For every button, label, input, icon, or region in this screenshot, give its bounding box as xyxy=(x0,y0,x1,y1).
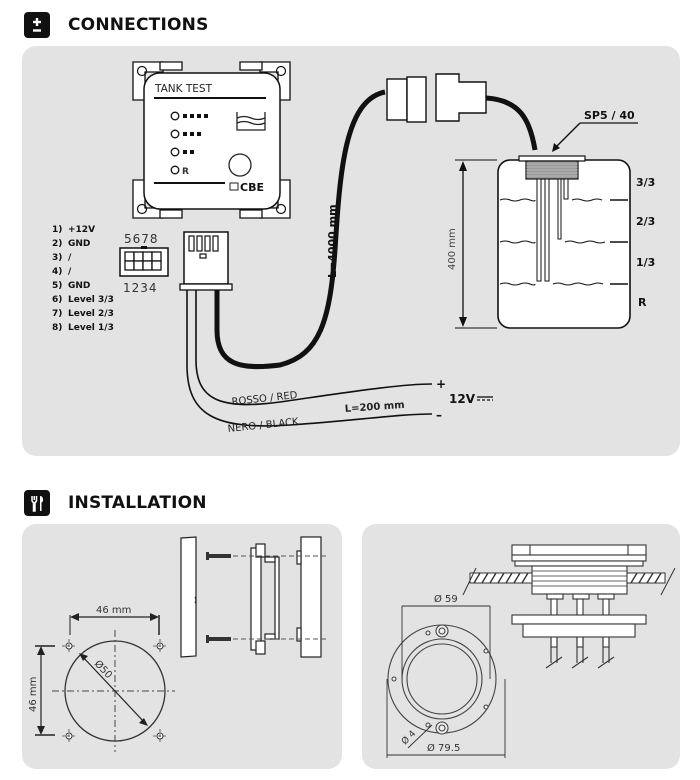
level-label: 1/3 xyxy=(636,256,655,269)
pin-num: 8) xyxy=(52,323,62,333)
tank-level-icon xyxy=(236,112,266,131)
sensor-probe xyxy=(525,160,579,282)
power-wires xyxy=(186,290,433,427)
sensor-section-view xyxy=(511,544,647,669)
pin-num: 3) xyxy=(52,253,62,263)
pin-list: 1) +12V 2) GND 3) / 4) / 5) GND 6) Level… xyxy=(52,225,114,333)
cutout-diameter-label: Ø50 xyxy=(92,658,115,681)
pin-label: GND xyxy=(68,239,90,249)
led-icon xyxy=(170,111,180,121)
pin-num: 4) xyxy=(52,267,62,277)
flange-top-view xyxy=(387,624,497,735)
led-label-r: R xyxy=(182,167,189,177)
plug-connector xyxy=(179,231,233,291)
pin-label: +12V xyxy=(68,225,95,235)
pin-num: 5) xyxy=(52,281,62,291)
cutout-width-label: 46 mm xyxy=(96,605,131,616)
hole-diameter-label: Ø 4 xyxy=(399,728,418,747)
led-indicators: R xyxy=(170,111,208,177)
pin-num: 6) xyxy=(52,295,62,305)
pin-label: GND xyxy=(68,281,90,291)
red-wire xyxy=(195,290,433,406)
voltage-label: 12V xyxy=(449,392,493,406)
cbe-logo: CBE xyxy=(229,181,264,194)
red-wire-label: ROSSO / RED xyxy=(231,390,298,408)
inner-diameter-label: Ø 59 xyxy=(434,593,458,605)
plus-terminal: + xyxy=(436,377,446,391)
wiring-diagram: TANK TEST R xyxy=(52,61,655,435)
svg-text:CBE: CBE xyxy=(240,181,264,194)
height-dimension: 400 mm xyxy=(447,159,497,329)
screws xyxy=(206,552,231,643)
panel-cutout-diagram: 46 mm 46 mm Ø50 xyxy=(28,536,328,752)
panel-installation-panel: 46 mm 46 mm Ø50 xyxy=(22,524,342,769)
mounting-surface xyxy=(462,567,676,596)
socket-bottom-numbers: 1234 xyxy=(123,281,158,295)
level-label: R xyxy=(638,296,647,309)
inline-connector xyxy=(386,73,487,123)
level-lines xyxy=(499,198,628,286)
cutout-drawing: 46 mm 46 mm Ø50 xyxy=(28,605,175,752)
plus-minus-icon xyxy=(24,12,50,38)
flange-dimensions xyxy=(386,605,506,758)
test-button[interactable] xyxy=(228,153,252,177)
connections-panel: TANK TEST R xyxy=(22,46,680,456)
black-wire-label: NERO / BLACK xyxy=(227,417,299,435)
pin-label: / xyxy=(68,267,72,277)
pin-label: Level 2/3 xyxy=(68,309,114,319)
led-icon xyxy=(170,147,180,157)
led-icon xyxy=(170,165,180,175)
tank-test-title: TANK TEST xyxy=(154,83,213,95)
sensor-flange-diagram: Ø 59 Ø 79.5 Ø 4 xyxy=(386,544,676,758)
pin-num: 7) xyxy=(52,309,62,319)
installation-title: INSTALLATION xyxy=(68,493,207,513)
connections-header: CONNECTIONS xyxy=(24,12,209,38)
black-wire xyxy=(186,290,433,427)
installation-header: INSTALLATION xyxy=(24,490,207,516)
wire-length-label: L=200 mm xyxy=(344,400,405,415)
led-icon xyxy=(170,129,180,139)
height-label: 400 mm xyxy=(447,228,458,270)
level-label: 3/3 xyxy=(636,176,655,189)
cutout-height-label: 46 mm xyxy=(28,677,39,712)
pin-num: 2) xyxy=(52,239,62,249)
connections-title: CONNECTIONS xyxy=(68,15,209,35)
cable-length-label: L=4000 mm xyxy=(326,204,339,278)
socket-pinout: 5678 1234 xyxy=(119,232,169,295)
pin-label: Level 3/3 xyxy=(68,295,114,305)
socket-top-numbers: 5678 xyxy=(124,232,159,246)
tools-icon xyxy=(24,490,50,516)
sensor-cable xyxy=(214,89,386,370)
outer-diameter-label: Ø 79.5 xyxy=(427,742,460,754)
svg-text:12V: 12V xyxy=(449,392,476,406)
water-tank: 3/3 2/3 1/3 R xyxy=(497,155,655,329)
tank-test-panel: TANK TEST R xyxy=(132,61,291,219)
sensor-model-label: SP5 / 40 xyxy=(584,109,635,122)
pin-label: / xyxy=(68,253,72,263)
minus-terminal: – xyxy=(436,408,442,422)
pin-label: Level 1/3 xyxy=(68,323,114,333)
exploded-mount-view xyxy=(180,536,322,658)
sensor-installation-panel: Ø 59 Ø 79.5 Ø 4 xyxy=(362,524,680,769)
level-label: 2/3 xyxy=(636,215,655,228)
pin-num: 1) xyxy=(52,225,62,235)
